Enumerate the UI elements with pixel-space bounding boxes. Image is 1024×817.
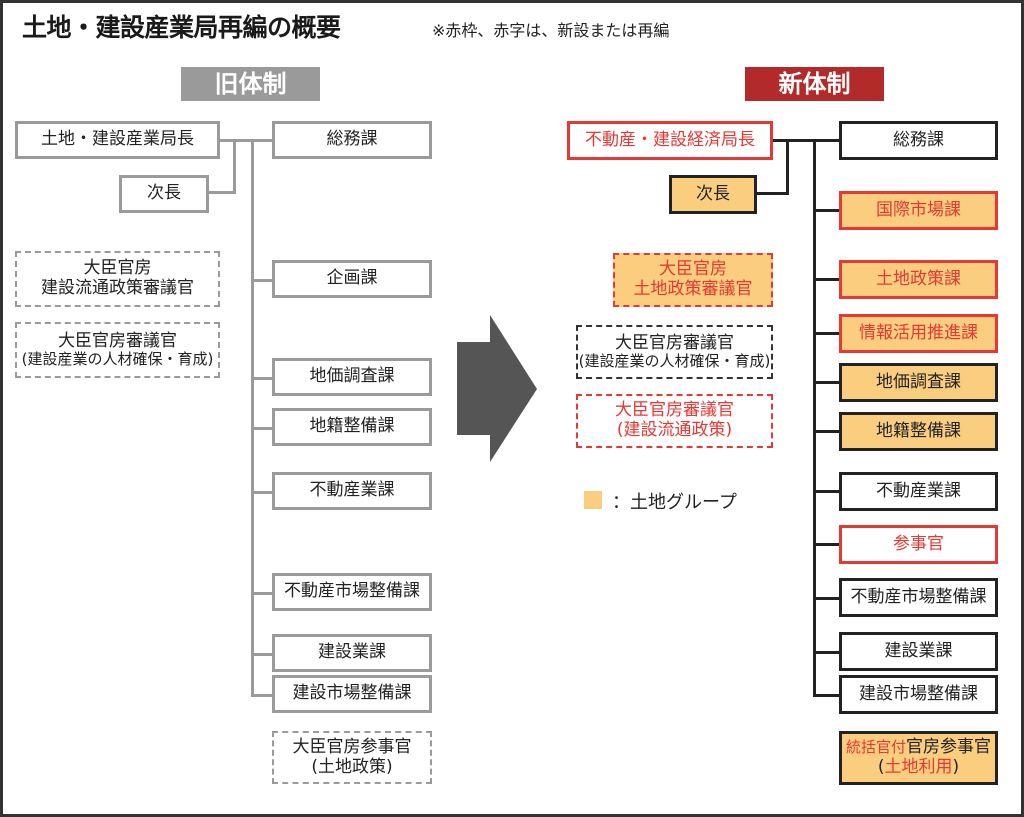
connector-line [813,651,839,654]
new-director-general: 不動産・建設経済局長 [567,121,773,160]
new-division: 土地政策課 [839,260,998,299]
new-counselor-land-use: 統括官付官房参事官 (土地利用) [839,731,998,785]
connector-line [773,139,839,142]
new-division: 建設市場整備課 [839,675,998,714]
land-group-legend-swatch [584,491,602,509]
connector-line [251,491,272,494]
old-division: 不動産市場整備課 [272,573,432,611]
counselor-prefix: 統括官付 [845,738,906,757]
counselor-line1: 大臣官房参事官 [292,736,412,757]
counselor-title: 官房参事官 [906,737,991,758]
connector-line [813,278,839,281]
councilor-line1: 大臣官房審議官 [58,330,177,351]
connector-line [251,279,272,282]
connector-line [813,543,839,546]
connector-line [813,332,839,335]
connector-line [813,209,839,212]
old-division: 建設業課 [272,634,432,672]
connector-line [813,694,839,697]
old-division: 企画課 [272,260,432,298]
old-counselor-land-policy: 大臣官房参事官 (土地政策) [272,731,432,784]
connector-line [813,139,816,697]
old-division: 地籍整備課 [272,408,432,446]
councilor-line1: 大臣官房 [659,259,727,280]
legend-note: ※赤枠、赤字は、新設または再編 [432,21,670,40]
new-deputy-director: 次長 [669,175,757,214]
new-division: 総務課 [839,121,998,160]
old-division: 建設市場整備課 [272,675,432,713]
connector-line [251,139,254,697]
connector-line [813,490,839,493]
counselor-line2: (土地政策) [311,756,393,777]
councilor-line2: 建設流通政策審議官 [41,278,194,298]
old-councilor-human-resources: 大臣官房審議官 (建設産業の人材確保・育成) [15,322,220,378]
councilor-line1: 大臣官房 [83,258,152,279]
new-division: 地価調査課 [839,363,998,402]
councilor-line2: (建設流通政策) [616,420,733,440]
new-division: 建設業課 [839,632,998,671]
new-councilor-land-policy: 大臣官房 土地政策審議官 [613,253,773,307]
paren-close: ) [952,757,960,777]
connector-line [209,191,236,194]
councilor-line2: 土地政策審議官 [633,279,753,299]
land-group-legend-label: ：土地グループ [612,492,737,513]
counselor-scope: 土地利用 [884,757,953,777]
old-director-general: 土地・建設産業局長 [15,121,220,159]
old-division: 総務課 [272,121,432,159]
connector-line [813,381,839,384]
councilor-line1: 大臣官房審議官 [615,332,734,353]
connector-line [251,653,272,656]
new-councilor-human-resources: 大臣官房審議官 (建設産業の人材確保・育成) [576,325,773,379]
councilor-line2: (建設産業の人材確保・育成) [21,350,214,369]
connector-line [786,139,789,195]
new-structure-header: 新体制 [745,67,884,101]
old-councilor-construction-distribution: 大臣官房 建設流通政策審議官 [15,251,220,307]
connector-line [757,192,789,195]
new-division: 参事官 [839,525,998,564]
old-division: 不動産業課 [272,472,432,510]
new-division: 不動産市場整備課 [839,578,998,617]
transition-arrow-icon [457,315,537,462]
new-division: 不動産業課 [839,472,998,511]
connector-line [251,377,272,380]
new-councilor-construction-distribution: 大臣官房審議官 (建設流通政策) [576,394,773,448]
new-division: 国際市場課 [839,191,998,230]
connector-line [251,694,272,697]
connector-line [251,592,272,595]
connector-line [233,139,236,194]
old-structure-header: 旧体制 [181,67,320,101]
paren-open: ( [877,757,885,777]
connector-line [220,139,272,142]
councilor-line1: 大臣官房審議官 [615,400,734,421]
old-deputy-director: 次長 [119,175,209,213]
councilor-line2: (建設産業の人材確保・育成) [578,352,771,371]
page-title: 土地・建設産業局再編の概要 [22,13,341,42]
new-division: 情報活用推進課 [839,314,998,353]
new-division: 地籍整備課 [839,412,998,451]
old-division: 地価調査課 [272,358,432,396]
connector-line [813,597,839,600]
counselor-line2: (土地利用) [877,757,960,778]
connector-line [251,427,272,430]
counselor-line1: 統括官付官房参事官 [846,738,991,758]
connector-line [813,430,839,433]
